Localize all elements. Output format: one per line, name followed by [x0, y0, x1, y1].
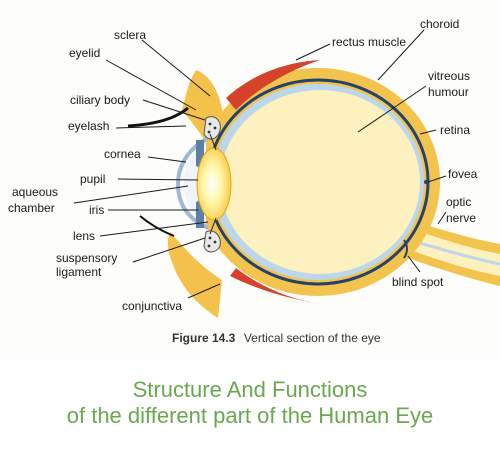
- label-optic-nerve-line2: nerve: [446, 211, 476, 225]
- rectus-muscle-lower: [230, 268, 322, 304]
- label-ciliary-body: ciliary body: [70, 93, 130, 107]
- cornea: [175, 136, 209, 230]
- eyelash-upper: [127, 106, 189, 128]
- lens: [196, 147, 232, 221]
- label-vitreous-humour-line2: humour: [428, 85, 469, 99]
- suspensory-ligament-lower: [209, 217, 217, 235]
- label-aqueous-chamber-line1: aqueous: [12, 185, 58, 199]
- caption-text: Vertical section of the eye: [244, 331, 381, 345]
- fovea-mark: [424, 180, 428, 184]
- label-sclera: sclera: [114, 28, 146, 42]
- headline-line2: of the different part of the Human Eye: [66, 403, 434, 428]
- lower-eyelid: [167, 232, 222, 318]
- caption-figure-number: Figure 14.3: [172, 331, 236, 345]
- headline-line1: Structure And Functions: [132, 377, 368, 402]
- label-lens: lens: [73, 229, 95, 243]
- label-iris: iris: [89, 203, 104, 217]
- label-vitreous-humour-line1: vitreous: [428, 69, 470, 83]
- blind-spot-mark: [403, 239, 408, 259]
- label-eyelash: eyelash: [68, 119, 109, 133]
- label-fovea: fovea: [448, 167, 478, 181]
- leader-lines: [73, 29, 447, 299]
- label-choroid: choroid: [420, 17, 459, 31]
- label-cornea: cornea: [104, 147, 141, 161]
- label-eyelid: eyelid: [69, 46, 100, 60]
- suspensory-ligament-upper: [209, 133, 217, 151]
- label-conjunctiva: conjunctiva: [122, 299, 182, 313]
- label-aqueous-chamber-line2: chamber: [8, 201, 55, 215]
- label-rectus-muscle: rectus muscle: [332, 35, 406, 49]
- label-pupil: pupil: [80, 172, 105, 186]
- vitreous-humour-region: [220, 90, 420, 274]
- label-optic-nerve-line1: optic: [446, 195, 471, 209]
- label-suspensory-ligament-line2: ligament: [56, 265, 102, 279]
- ciliary-dots: [207, 122, 217, 248]
- ciliary-body-upper: [203, 116, 221, 140]
- label-retina: retina: [440, 123, 470, 137]
- figure-caption: Figure 14.3 Vertical section of the eye: [172, 329, 381, 346]
- label-suspensory-ligament-line1: suspensory: [56, 251, 117, 265]
- eyelash-lower: [139, 215, 175, 237]
- rectus-muscle-upper: [226, 60, 320, 110]
- label-blind-spot: blind spot: [392, 275, 444, 289]
